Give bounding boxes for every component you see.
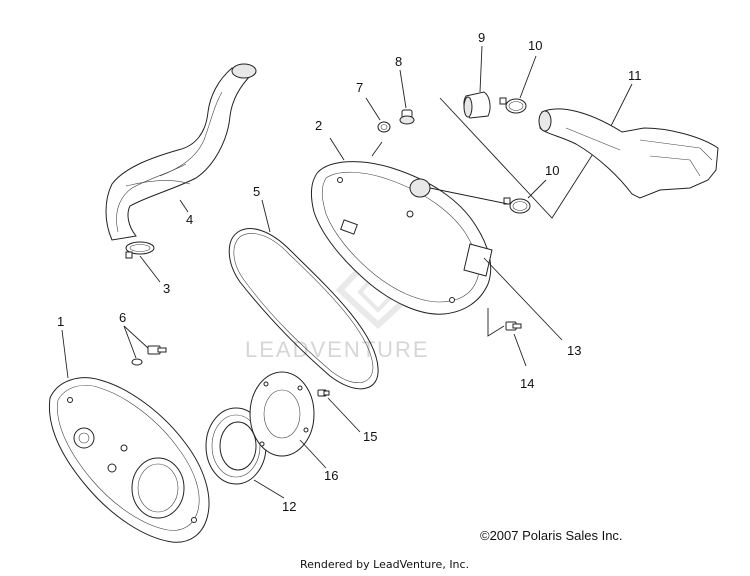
leader-1 [61,329,69,379]
leader-4 [179,199,189,213]
leader-2 [329,137,345,161]
callout-3: 3 [163,281,170,296]
leader-3 [139,255,161,283]
callout-8: 8 [395,54,402,69]
leader-13 [483,257,563,341]
leader-12 [253,479,285,499]
callout-6: 6 [119,310,126,325]
screw-part [317,389,330,397]
leader-9 [479,45,483,93]
callout-1: 1 [57,314,64,329]
o-ring-part [377,121,391,133]
callout-10-lower: 10 [545,163,559,178]
leader-6a [123,325,137,359]
assembly-line-b [429,187,509,205]
callout-12: 12 [282,499,296,514]
leader-15 [327,397,361,433]
callout-16: 16 [324,468,338,483]
inner-clutch-cover-part [310,161,493,315]
air-duct-part [538,108,719,199]
callout-13: 13 [567,343,581,358]
watermark-text: LEADVENTURE [245,337,430,362]
callout-4: 4 [186,212,193,227]
leader-2b [371,141,383,157]
intake-duct-part [105,63,257,241]
plate-part [249,371,315,457]
outer-clutch-cover-part [48,377,210,543]
callout-14: 14 [520,376,534,391]
hose-clamp-upper-part [499,97,527,114]
callout-10-upper: 10 [528,38,542,53]
callout-7: 7 [356,80,363,95]
leader-6b [123,325,149,349]
rendered-by-credit: Rendered by LeadVenture, Inc. [300,558,470,571]
duct-coupler-part [463,91,491,119]
bolt-14-part [505,321,522,331]
copyright-notice: ©2007 Polaris Sales Inc. [480,528,623,543]
hose-clamp-part [125,241,155,259]
callout-2: 2 [315,118,322,133]
leader-7 [365,97,381,121]
bolt-washer-part [131,345,167,366]
drive-belt-part [228,228,379,390]
leader-14 [513,333,527,367]
callout-11: 11 [628,68,642,83]
leader-8 [399,69,407,109]
assembly-line-a [439,97,613,219]
leader-5 [261,199,271,233]
callout-5: 5 [253,184,260,199]
leader-16 [299,439,327,469]
hose-clamp-lower-part [503,197,531,214]
callout-9: 9 [478,30,485,45]
leader-11 [611,83,633,125]
leader-14-bracket [487,308,505,337]
leader-10a [519,55,537,99]
callout-15: 15 [363,429,377,444]
plug-part [399,109,415,125]
